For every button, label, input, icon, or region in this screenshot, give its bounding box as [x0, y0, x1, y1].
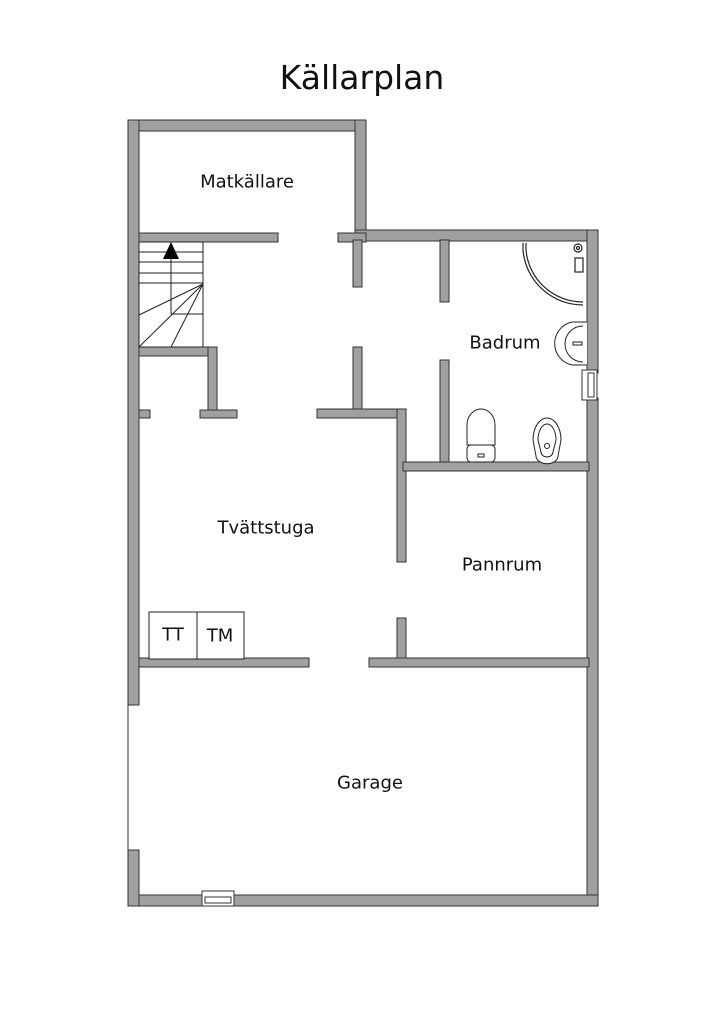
- wall: [127, 119, 140, 706]
- wall: [354, 119, 367, 233]
- wall: [402, 461, 590, 472]
- wall: [352, 346, 363, 413]
- wall: [439, 239, 450, 303]
- dryer-box: [148, 611, 198, 660]
- plan-title: Källarplan: [279, 58, 445, 97]
- wall: [396, 617, 407, 663]
- washer-box: [196, 611, 245, 660]
- wall: [138, 232, 279, 243]
- stairs-icon: [138, 241, 204, 348]
- room-label-badrum: Badrum: [469, 332, 541, 354]
- wall: [368, 657, 590, 668]
- appliance-label-tm: TM: [206, 625, 234, 647]
- arrow-up-icon: [163, 242, 179, 259]
- wall: [337, 232, 367, 243]
- wall: [207, 346, 218, 411]
- wall: [352, 239, 363, 288]
- sink-icon: [554, 321, 587, 366]
- wall: [138, 346, 218, 357]
- room-label-pannrum: Pannrum: [461, 554, 543, 576]
- room-label-tvattstuga: Tvättstuga: [217, 517, 315, 539]
- wall: [138, 409, 151, 419]
- toilet-icon: [466, 408, 496, 463]
- wall: [439, 359, 450, 466]
- wall: [316, 408, 406, 419]
- wall: [354, 229, 599, 242]
- wall: [127, 849, 140, 907]
- room-label-garage: Garage: [337, 772, 403, 794]
- wall: [586, 397, 599, 907]
- wall: [127, 119, 367, 132]
- shower-icon: [522, 243, 584, 306]
- appliance-label-tt: TT: [162, 624, 184, 646]
- wall: [396, 408, 407, 563]
- room-label-matkallare: Matkällare: [200, 171, 294, 193]
- wall: [199, 409, 238, 419]
- wall: [233, 894, 599, 907]
- wall: [586, 229, 599, 374]
- bidet-icon: [532, 417, 562, 465]
